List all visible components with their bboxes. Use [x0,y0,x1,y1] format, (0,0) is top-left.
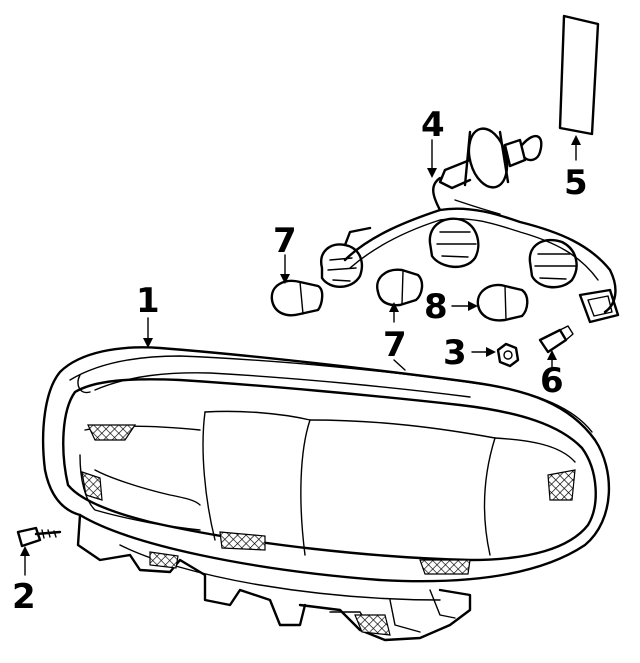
bulb-socket-right [528,238,578,289]
socket-with-bulb [438,127,543,190]
lamp-assembly [41,346,611,642]
callout-7-center: 7 [383,325,407,365]
nut [496,342,520,368]
bulb-center [376,268,424,307]
callout-7-left: 7 [273,221,297,261]
screw [16,526,62,548]
bulb-right [476,283,529,322]
bulb-left [270,279,324,317]
leader-7b-tail [393,359,406,371]
leader-lines [20,135,581,576]
callout-8: 8 [424,287,448,327]
callout-2: 2 [12,577,36,617]
small-wedge-bulb [538,325,574,354]
callout-5: 5 [564,163,588,203]
callout-4: 4 [421,105,445,145]
callout-labels: 1 2 3 4 5 6 7 7 8 [12,105,588,617]
callout-6: 6 [540,361,564,401]
wire-harness [343,176,620,324]
bulb-socket-left [320,226,372,288]
gasket-strip [558,14,600,136]
callout-1: 1 [136,281,160,321]
bulb-socket-middle [428,217,480,268]
callout-3: 3 [443,333,467,373]
